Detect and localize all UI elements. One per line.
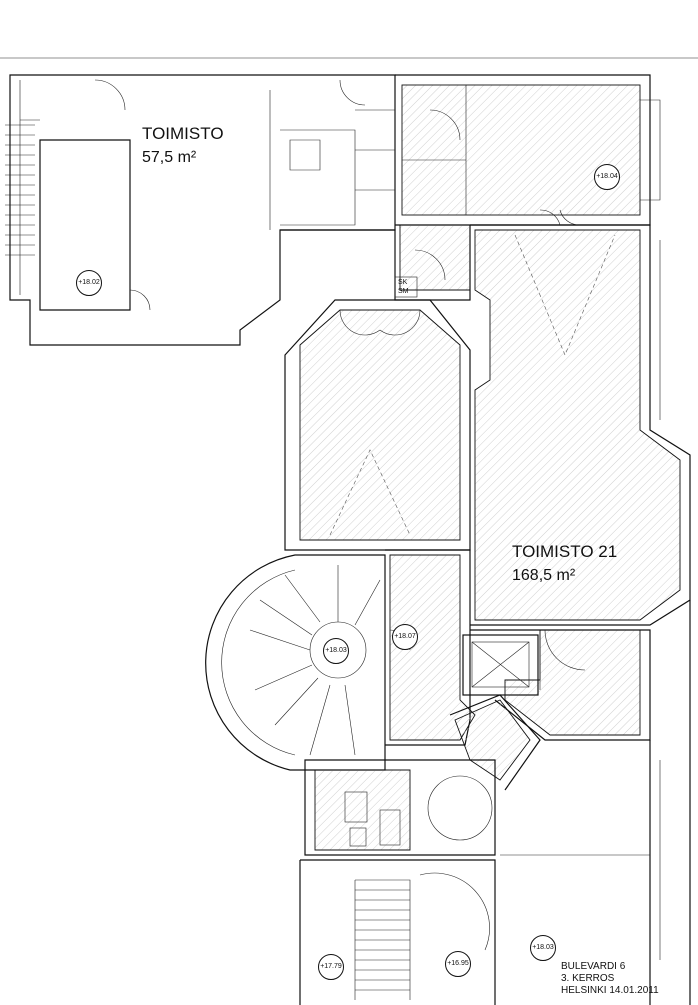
office-toimisto-21 (470, 224, 691, 626)
elevation-marker: +17.79 (318, 954, 344, 980)
right-exterior-wall (500, 600, 691, 1005)
room-area-toimisto-21: 168,5 m² (512, 567, 576, 584)
room-name-toimisto: TOIMISTO (142, 124, 224, 143)
office-toimisto-walls (5, 74, 396, 346)
elevation-marker: +18.04 (594, 164, 620, 190)
info-address: BULEVARDI 6 (561, 961, 626, 972)
shaft-label-sk: SK (398, 279, 408, 286)
wc-block (304, 759, 496, 856)
room-name-toimisto-21: TOIMISTO 21 (512, 542, 618, 561)
central-corridor (280, 224, 471, 301)
drawing-info-block: BULEVARDI 6 3. KERROS HELSINKI 14.01.201… (561, 961, 659, 997)
central-hall (284, 299, 471, 551)
elevation-marker: +18.02 (76, 270, 102, 296)
room-area-toimisto: 57,5 m² (142, 149, 197, 166)
elevation-marker: +18.07 (392, 624, 418, 650)
elevation-marker: +18.03 (530, 935, 556, 961)
info-floor: 3. KERROS (561, 973, 615, 984)
lower-stair-room (299, 859, 496, 1005)
stair-rotunda (205, 554, 386, 771)
elevation-marker: +16.95 (445, 951, 471, 977)
office-top-right (395, 74, 661, 226)
info-city-date: HELSINKI 14.01.2011 (561, 985, 659, 996)
shaft-label-sm: SM (398, 288, 409, 295)
elevation-marker: +18.03 (323, 638, 349, 664)
